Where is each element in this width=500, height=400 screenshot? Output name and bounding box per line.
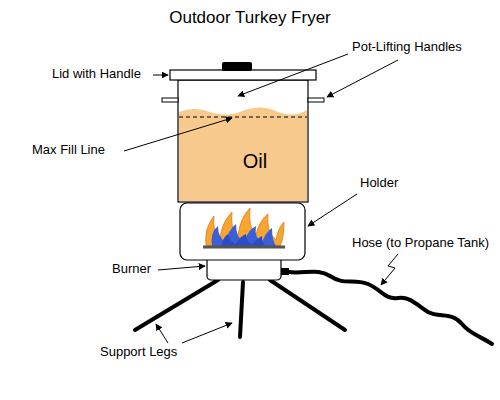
propane-hose — [288, 272, 492, 344]
lid-handle — [222, 62, 252, 71]
part-label: Pot-Lifting Handles — [352, 40, 462, 55]
part-label: Lid with Handle — [52, 67, 141, 82]
pot-body — [178, 80, 308, 202]
max-fill-line — [179, 117, 307, 118]
leader-lines — [124, 54, 398, 343]
pot-handle-left — [162, 98, 178, 102]
diagram-title: Outdoor Turkey Fryer — [169, 8, 331, 28]
part-label: Burner — [112, 262, 151, 277]
support-legs — [135, 280, 345, 337]
oil-fill — [179, 107, 307, 201]
burner-flames — [203, 208, 285, 247]
content-label: Oil — [243, 150, 267, 173]
pot-holder — [180, 203, 305, 260]
part-label: Max Fill Line — [32, 143, 105, 158]
part-label: Hose (to Propane Tank) — [352, 236, 489, 251]
pot-handle-right — [308, 98, 324, 102]
hose-fitting — [281, 268, 289, 275]
part-label: Holder — [360, 176, 398, 191]
part-label: Support Legs — [100, 345, 177, 360]
